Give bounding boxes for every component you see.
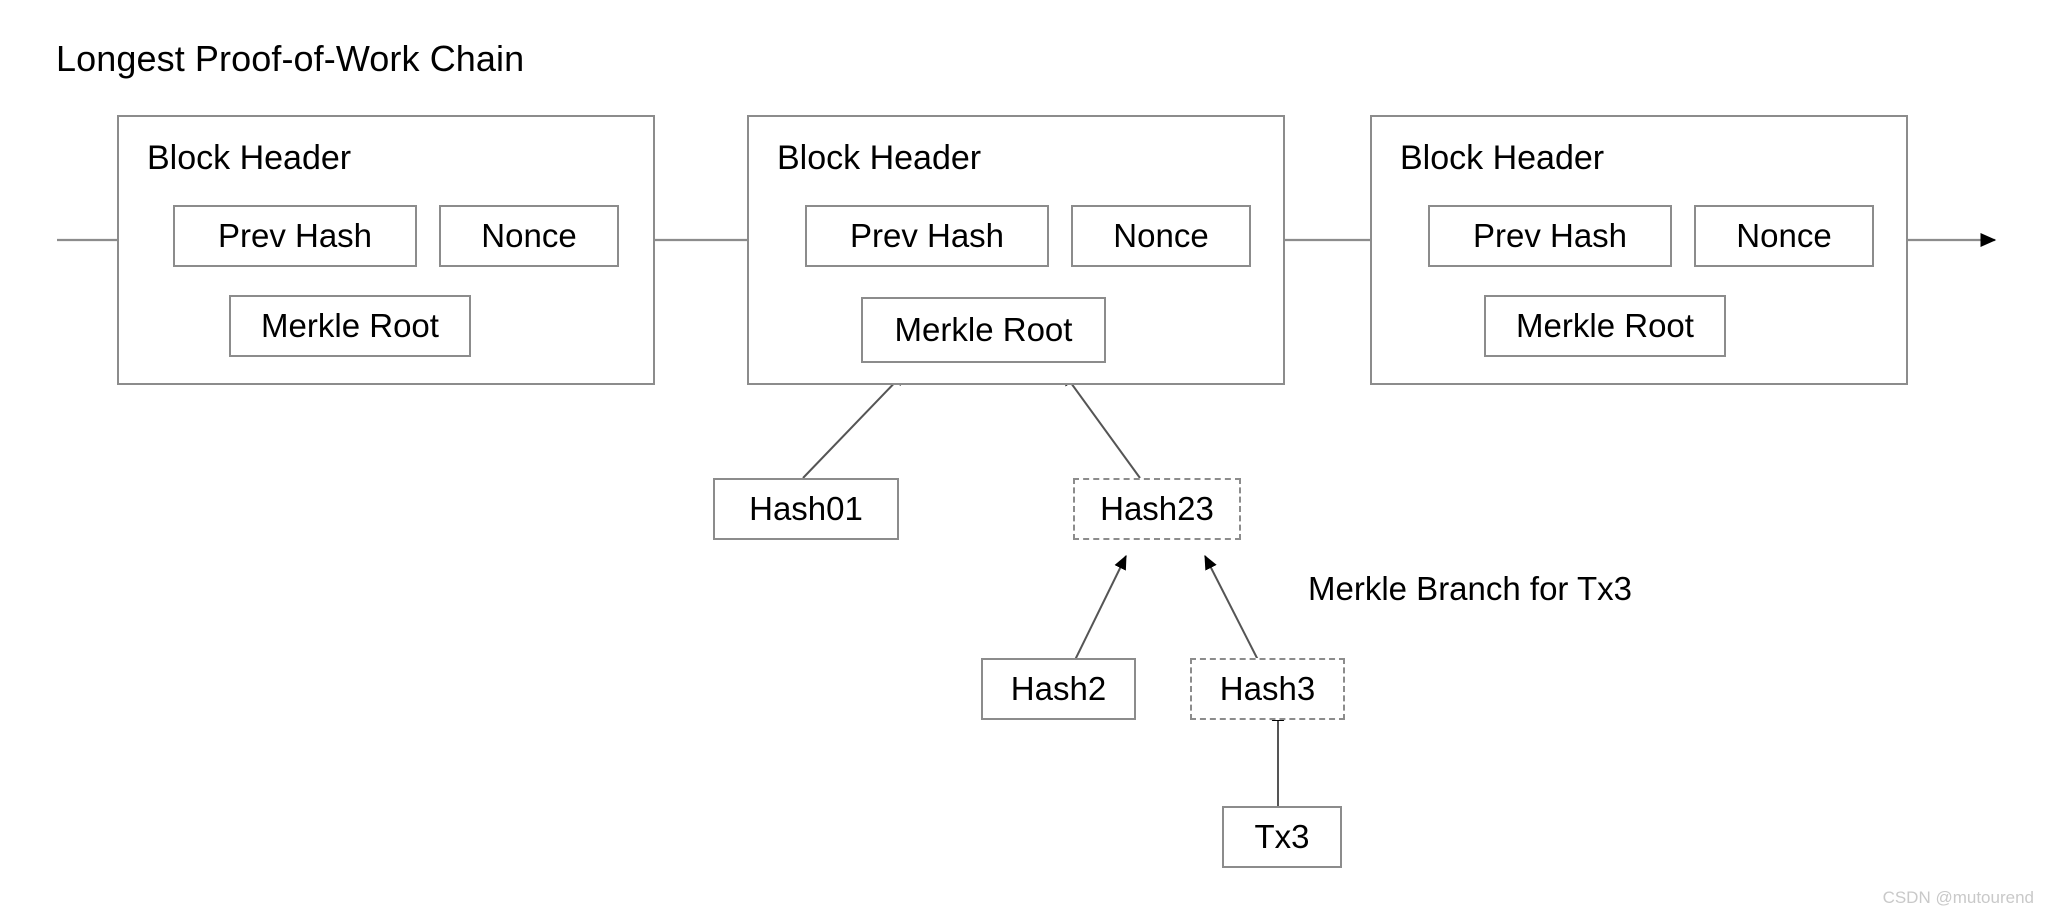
block-header-2[interactable]: Block Header Prev Hash Nonce Merkle Root xyxy=(747,115,1285,385)
edge-hash2-to-hash23 xyxy=(1074,554,1127,661)
edge-hash23-to-merkle-root xyxy=(1062,371,1141,479)
page-title: Longest Proof-of-Work Chain xyxy=(56,38,525,79)
edge-hash01-to-merkle-root xyxy=(802,371,906,479)
block-1-prev-hash[interactable]: Prev Hash xyxy=(173,205,417,267)
edge-hash3-to-hash23 xyxy=(1204,554,1259,661)
block-3-nonce[interactable]: Nonce xyxy=(1694,205,1874,267)
watermark: CSDN @mutourend xyxy=(1882,888,2034,907)
merkle-node-tx3[interactable]: Tx3 xyxy=(1222,806,1342,868)
block-3-prev-hash[interactable]: Prev Hash xyxy=(1428,205,1672,267)
block-header-3[interactable]: Block Header Prev Hash Nonce Merkle Root xyxy=(1370,115,1908,385)
merkle-node-hash2[interactable]: Hash2 xyxy=(981,658,1136,720)
merkle-node-hash01[interactable]: Hash01 xyxy=(713,478,899,540)
block-1-merkle-root[interactable]: Merkle Root xyxy=(229,295,471,357)
block-header-2-title: Block Header xyxy=(777,139,982,177)
merkle-node-hash3[interactable]: Hash3 xyxy=(1190,658,1345,720)
block-3-merkle-root[interactable]: Merkle Root xyxy=(1484,295,1726,357)
block-2-nonce[interactable]: Nonce xyxy=(1071,205,1251,267)
block-header-1-title: Block Header xyxy=(147,139,352,177)
merkle-branch-annotation: Merkle Branch for Tx3 xyxy=(1308,570,1633,607)
block-2-prev-hash[interactable]: Prev Hash xyxy=(805,205,1049,267)
block-1-nonce[interactable]: Nonce xyxy=(439,205,619,267)
merkle-node-hash23[interactable]: Hash23 xyxy=(1073,478,1241,540)
block-header-1[interactable]: Block Header Prev Hash Nonce Merkle Root xyxy=(117,115,655,385)
block-header-3-title: Block Header xyxy=(1400,139,1605,177)
block-2-merkle-root[interactable]: Merkle Root xyxy=(861,297,1106,363)
